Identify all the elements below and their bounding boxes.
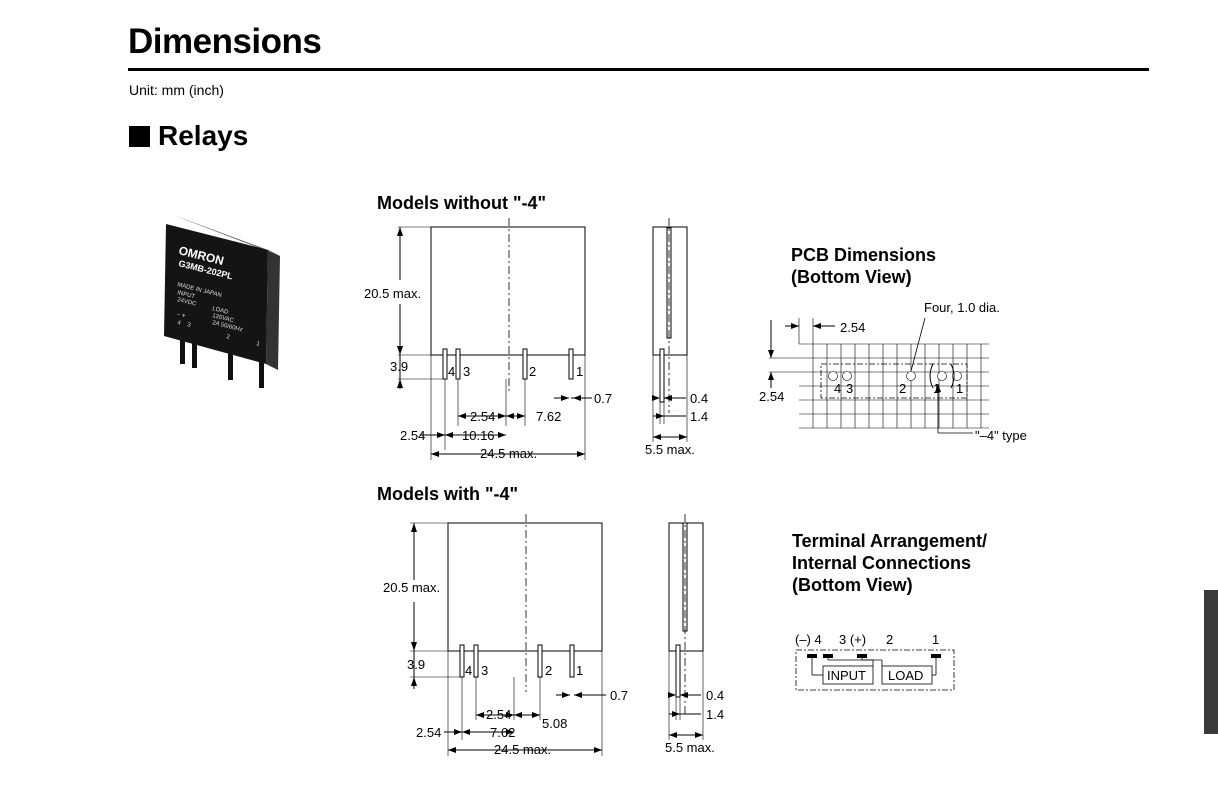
terminal-header: Terminal Arrangement/ Internal Connectio… [792, 530, 987, 596]
without4-pin-4: 4 [448, 364, 455, 379]
photo-input: INPUT [177, 290, 196, 300]
side-index-tab [1204, 590, 1218, 734]
section-square-icon [129, 125, 150, 147]
pcb-label-1b: 1 [956, 381, 963, 396]
terminal-label-1: 1 [932, 632, 939, 647]
without4-side-t2: 1.4 [690, 409, 708, 424]
title-rule [128, 68, 1149, 71]
section-heading: Relays [129, 120, 248, 152]
with4-pinw-label: 0.7 [610, 688, 628, 703]
page-title: Dimensions [128, 22, 322, 61]
with4-side-w: 5.5 max. [665, 740, 715, 755]
without4-pinlen-label: 3.9 [390, 359, 408, 374]
pcb-type-note: "–4" type [975, 428, 1027, 443]
without4-side-diagram: 0.4 1.4 5.5 max. [645, 218, 708, 457]
with4-p4-label: 7.62 [490, 725, 515, 740]
pcb-diagram: 2.54 2.54 Four, 1.0 dia. "–4" type 4 3 2… [759, 300, 1027, 443]
with4-front-diagram: 20.5 max. 3.9 4 3 2 1 0.7 2.54 5.08 2.54… [383, 514, 628, 757]
terminal-header-line3: (Bottom View) [792, 575, 913, 595]
without4-pin-1: 1 [576, 364, 583, 379]
pcb-top-dim: 2.54 [840, 320, 865, 335]
photo-load: LOAD [212, 306, 230, 316]
without4-height-label: 20.5 max. [364, 286, 421, 301]
with4-header: Models with "-4" [377, 484, 519, 504]
terminal-label-2: 2 [886, 632, 893, 647]
photo-pin-1: 1 [256, 341, 261, 348]
pcb-label-2: 2 [899, 381, 906, 396]
terminal-input-label: INPUT [827, 668, 866, 683]
terminal-header-line1: Terminal Arrangement/ [792, 531, 988, 551]
with4-pin-3: 3 [481, 663, 488, 678]
without4-p3-label: 2.54 [400, 428, 425, 443]
with4-height-label: 20.5 max. [383, 580, 440, 595]
photo-pin-2: 2 [226, 334, 231, 341]
terminal-diagram: (–) 4 3 (+) 2 1 INPUT LOAD [795, 632, 955, 691]
pcb-label-3: 3 [846, 381, 853, 396]
with4-pinlen-label: 3.9 [407, 657, 425, 672]
pcb-left-dim: 2.54 [759, 389, 784, 404]
with4-p1-label: 2.54 [486, 707, 511, 722]
with4-width-label: 24.5 max. [494, 742, 551, 757]
without4-width-label: 24.5 max. [480, 446, 537, 461]
terminal-load-label: LOAD [888, 668, 923, 683]
with4-pin-1: 1 [576, 663, 583, 678]
photo-load-v: 120VAC [212, 313, 235, 324]
section-title: Relays [158, 120, 249, 151]
without4-side-t1: 0.4 [690, 391, 708, 406]
with4-side-t2: 1.4 [706, 707, 724, 722]
without4-pinw-label: 0.7 [594, 391, 612, 406]
without4-p1-label: 2.54 [470, 409, 495, 424]
pcb-holes-note: Four, 1.0 dia. [924, 300, 1000, 315]
pcb-label-4: 4 [834, 381, 841, 396]
pcb-header: PCB Dimensions (Bottom View) [791, 244, 936, 288]
with4-pin-2: 2 [545, 663, 552, 678]
with4-p2-label: 5.08 [542, 716, 567, 731]
with4-side-diagram: 0.4 1.4 5.5 max. [665, 514, 724, 755]
pcb-label-1a: 1 [933, 381, 940, 396]
without4-header: Models without "-4" [377, 193, 547, 213]
terminal-label-3: 3 (+) [839, 632, 866, 647]
relay-photo: OMRON G3MB-202PL MADE IN JAPAN INPUT 24V… [164, 216, 280, 388]
pcb-header-line1: PCB Dimensions [791, 245, 937, 265]
without4-pin-3: 3 [463, 364, 470, 379]
photo-pin-3: 3 [187, 322, 192, 329]
terminal-label-4: (–) 4 [795, 632, 822, 647]
unit-note: Unit: mm (inch) [129, 82, 224, 98]
without4-p4-label: 10.16 [462, 428, 495, 443]
without4-pin-2: 2 [529, 364, 536, 379]
with4-side-t1: 0.4 [706, 688, 724, 703]
without4-front-diagram: 20.5 max. 3.9 4 3 2 1 0.7 2.54 7.62 2.54… [364, 218, 612, 461]
photo-pin-4: 4 [177, 320, 182, 327]
terminal-header-line2: Internal Connections [792, 553, 972, 573]
without4-p2-label: 7.62 [536, 409, 561, 424]
photo-polarity: - + [177, 311, 187, 320]
pcb-header-line2: (Bottom View) [791, 267, 912, 287]
without4-side-w: 5.5 max. [645, 442, 695, 457]
photo-input-v: 24VDC [177, 297, 198, 308]
with4-p3-label: 2.54 [416, 725, 441, 740]
with4-pin-4: 4 [465, 663, 472, 678]
